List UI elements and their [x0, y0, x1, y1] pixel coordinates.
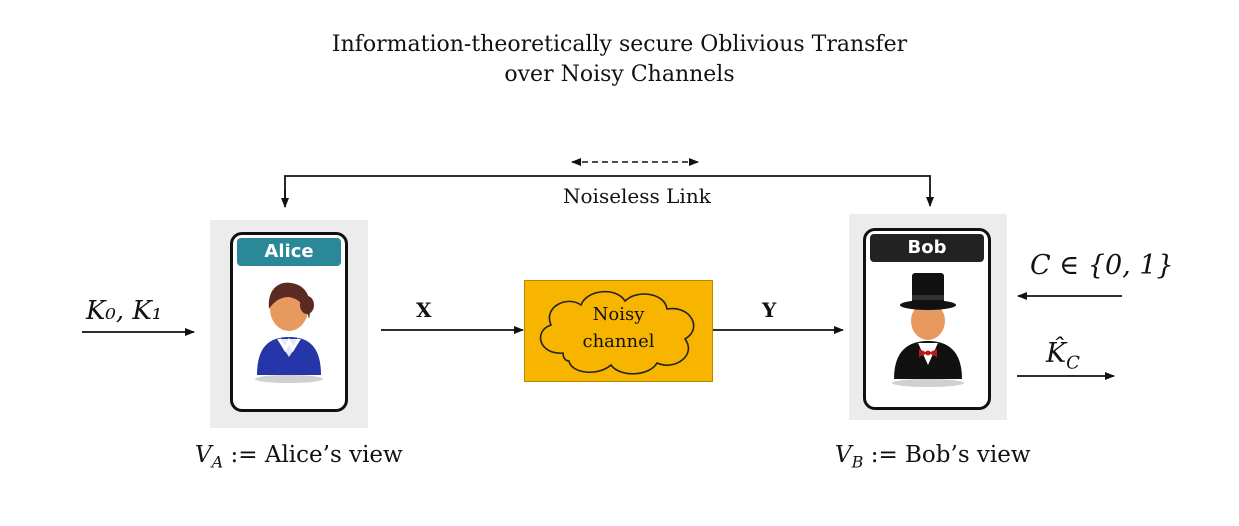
diagram-title-line2: over Noisy Channels	[504, 62, 735, 87]
alice-panel: Alice	[210, 220, 368, 428]
bob-card: Bob	[863, 228, 991, 410]
bob-view-caption: VB := Bob’s view	[835, 442, 1031, 472]
channel-output-label: Y	[762, 298, 777, 322]
bob-output-var: K̂	[1046, 338, 1067, 369]
bob-avatar-icon	[892, 273, 964, 387]
bob-panel: Bob	[849, 214, 1007, 420]
diagram-title-line1: Information-theoretically secure Oblivio…	[331, 32, 908, 57]
noiseless-link-label: Noiseless Link	[563, 184, 711, 208]
alice-view-caption: VA := Alice’s view	[195, 442, 403, 472]
bob-view-text: := Bob’s view	[863, 442, 1031, 468]
alice-avatar-icon	[255, 282, 323, 383]
cloud-icon	[539, 290, 695, 375]
alice-card: Alice	[230, 232, 348, 412]
bob-header: Bob	[870, 234, 984, 262]
channel-input-label: X	[416, 298, 432, 322]
alice-view-sub: A	[211, 452, 224, 472]
alice-view-text: := Alice’s view	[223, 442, 403, 468]
bob-choice-label: C ∈ {0, 1}	[1030, 250, 1174, 281]
noisy-channel-box: Noisy channel	[524, 280, 713, 382]
bob-view-sub: B	[851, 452, 864, 472]
alice-input-label: K₀, K₁	[86, 296, 163, 326]
alice-header: Alice	[237, 238, 341, 266]
noisy-channel-line1: Noisy	[592, 304, 645, 325]
alice-view-var: V	[195, 442, 212, 468]
noisy-channel-line2: channel	[582, 331, 655, 352]
bob-output-label: K̂C	[1046, 338, 1080, 373]
bob-view-var: V	[835, 442, 852, 468]
bob-output-sub: C	[1066, 352, 1080, 374]
